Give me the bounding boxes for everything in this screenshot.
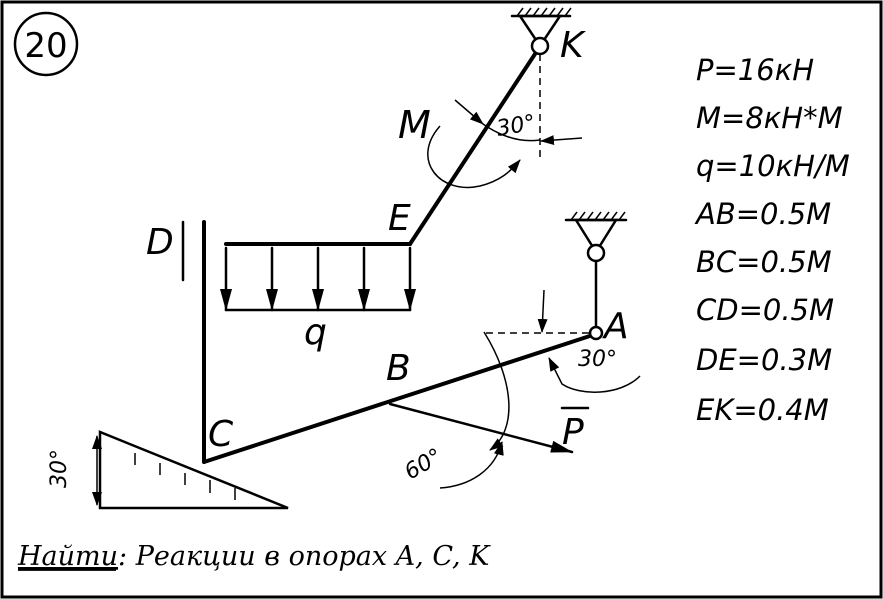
angle-label-k: 30° <box>495 111 538 142</box>
force-p-label: P <box>562 412 584 453</box>
given-m: M=8кН*М <box>696 101 843 135</box>
given-values: P=16кН M=8кН*М q=10кН/М AB=0.5М BC=0.5М … <box>694 53 850 427</box>
distributed-load-q <box>220 246 416 312</box>
problem-number: 20 <box>24 26 67 66</box>
given-ek: EK=0.4М <box>696 393 829 427</box>
point-k-label: K <box>560 25 586 66</box>
rod-ca <box>202 332 598 464</box>
angle-arc-k <box>482 123 541 142</box>
inclined-support-c <box>92 430 289 510</box>
support-a <box>564 211 628 341</box>
task-statement: Найти: Реакции в опорах A, C, K <box>17 541 491 572</box>
angle-label-a: 30° <box>578 347 617 372</box>
moment-arrow <box>427 125 521 189</box>
moment-label: M <box>398 103 431 147</box>
force-p-arrow <box>388 402 574 454</box>
given-cd: CD=0.5М <box>696 293 834 327</box>
given-ab: AB=0.5М <box>694 197 831 231</box>
point-a-label: A <box>602 306 629 347</box>
load-q-label: q <box>304 312 327 353</box>
point-b-label: B <box>386 348 411 389</box>
problem-number-badge <box>13 11 79 77</box>
given-p: P=16кН <box>696 53 814 87</box>
given-de: DE=0.3М <box>696 343 832 377</box>
support-k <box>510 7 572 56</box>
angle-arrow-k-right <box>540 135 583 146</box>
point-e-label: E <box>388 198 411 239</box>
angle-arc-60-lower <box>439 441 504 489</box>
angle-arrow-a-top <box>537 289 548 333</box>
angle-label-p: 60° <box>401 444 447 485</box>
task-label: Найти <box>17 541 118 572</box>
point-d-label: D <box>146 222 174 263</box>
given-bc: BC=0.5М <box>696 245 832 279</box>
angle-arrow-k-left <box>454 99 484 125</box>
given-q: q=10кН/М <box>696 149 850 183</box>
angle-arc-a <box>548 357 641 393</box>
angle-label-incline: 30° <box>47 449 72 488</box>
task-text: : Реакции в опорах A, C, K <box>118 541 491 572</box>
rod-ek <box>408 52 537 246</box>
point-c-label: C <box>208 414 234 455</box>
